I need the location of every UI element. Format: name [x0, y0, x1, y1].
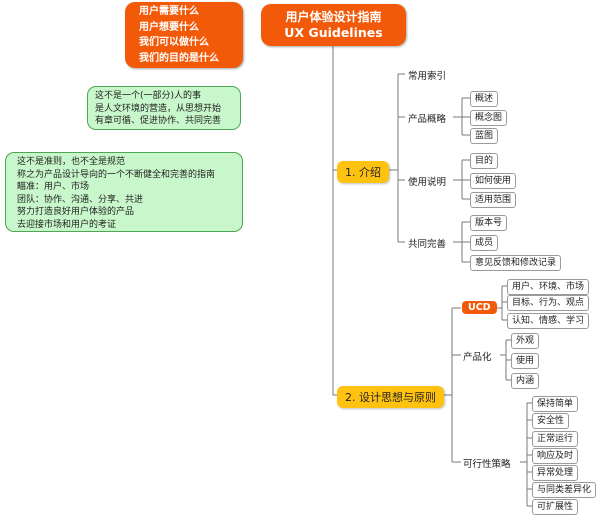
note-1-line-2: 是人文环境的营造，从思想开始: [95, 103, 222, 114]
branch-co-improvement[interactable]: 共同完善: [408, 239, 447, 250]
leaf-timely-response[interactable]: 响应及时: [532, 448, 579, 464]
leaf-ucd-goal-behavior-view[interactable]: 目标、行为、观点: [507, 295, 590, 311]
leaf-usage[interactable]: 使用: [511, 353, 540, 369]
note-2-line-6: 去迎接市场和用户的考证: [17, 219, 117, 230]
leaf-exception-handling[interactable]: 异常处理: [532, 465, 579, 481]
section-introduction[interactable]: 1. 介绍: [337, 161, 389, 183]
leaf-appearance[interactable]: 外观: [511, 333, 540, 349]
leaf-differentiation[interactable]: 与同类差异化: [532, 482, 597, 498]
leaf-ucd-cognition-emotion-learning[interactable]: 认知、情感、学习: [507, 313, 590, 329]
section-design-principles[interactable]: 2. 设计思想与原则: [337, 386, 444, 408]
leaf-security[interactable]: 安全性: [532, 413, 570, 429]
note-2-line-1: 这不是准则，也不全是规范: [17, 157, 126, 167]
title-line-1: 用户体验设计指南: [285, 10, 382, 24]
central-title[interactable]: 用户体验设计指南 UX Guidelines: [261, 4, 406, 46]
leaf-ucd-user-env-market[interactable]: 用户、环境、市场: [507, 279, 590, 295]
branch-common-index[interactable]: 常用索引: [408, 71, 447, 82]
note-1-line-1: 这不是一个(一部分)人的事: [95, 91, 202, 101]
note-2-line-5: 努力打造良好用户体验的产品: [17, 207, 135, 217]
note-box-2: 这不是准则，也不全是规范 称之为产品设计导向的一个不断健全和完善的指南 瞄准：用…: [5, 152, 243, 232]
leaf-how-to-use[interactable]: 如何使用: [470, 173, 517, 189]
leaf-keep-simple[interactable]: 保持简单: [532, 396, 579, 412]
leaf-extensibility[interactable]: 可扩展性: [532, 499, 579, 515]
leaf-scope[interactable]: 适用范围: [470, 192, 517, 208]
leaf-version[interactable]: 版本号: [470, 215, 508, 231]
question-1: 用户需要什么: [139, 6, 199, 17]
leaf-normal-operation[interactable]: 正常运行: [532, 431, 579, 447]
branch-feasibility-strategy[interactable]: 可行性策略: [463, 459, 511, 470]
question-4: 我们的目的是什么: [139, 52, 219, 64]
note-2-line-4: 团队：协作、沟通、分享、共进: [17, 194, 144, 205]
leaf-blueprint[interactable]: 蓝图: [470, 128, 499, 144]
branch-usage-instructions[interactable]: 使用说明: [408, 177, 447, 188]
branch-product-overview[interactable]: 产品概略: [408, 114, 447, 125]
note-1-line-3: 有章可循、促进协作、共同完善: [95, 116, 222, 126]
note-box-1: 这不是一个(一部分)人的事 是人文环境的营造，从思想开始 有章可循、促进协作、共…: [87, 86, 241, 130]
leaf-overview[interactable]: 概述: [470, 91, 499, 107]
leaf-feedback-log[interactable]: 意见反馈和修改记录: [470, 255, 562, 271]
user-questions-box: 用户需要什么 用户想要什么 我们可以做什么 我们的目的是什么: [125, 2, 243, 68]
title-line-2: UX Guidelines: [284, 25, 383, 40]
leaf-purpose[interactable]: 目的: [470, 153, 499, 169]
leaf-members[interactable]: 成员: [470, 235, 499, 251]
question-2: 用户想要什么: [139, 21, 199, 33]
branch-productization[interactable]: 产品化: [463, 352, 492, 363]
note-2-line-2: 称之为产品设计导向的一个不断健全和完善的指南: [17, 169, 216, 180]
leaf-connotation[interactable]: 内涵: [511, 373, 540, 389]
branch-ucd[interactable]: UCD: [462, 301, 497, 314]
note-2-line-3: 瞄准：用户、市场: [17, 182, 90, 192]
leaf-concept-map[interactable]: 概念图: [470, 110, 508, 126]
question-3: 我们可以做什么: [139, 37, 209, 48]
